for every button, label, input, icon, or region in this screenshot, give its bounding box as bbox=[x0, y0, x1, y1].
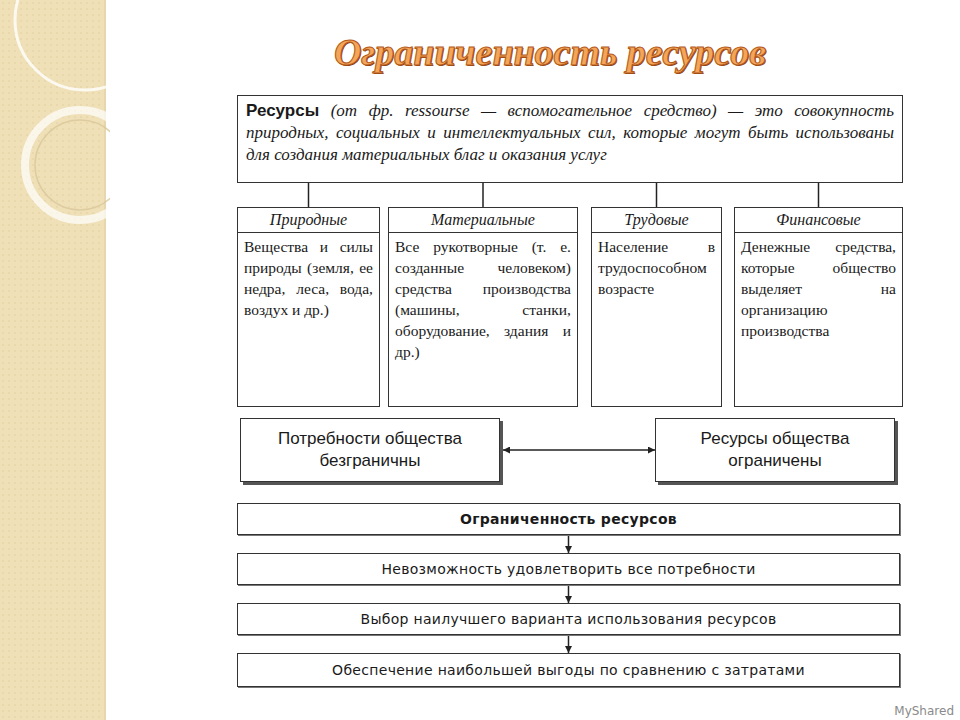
slide-title: Ограниченность ресурсов bbox=[200, 30, 900, 74]
box-text: Вещества и силы природы (земля, ее недра… bbox=[238, 233, 379, 327]
definition-box: Ресурсы (от фр. ressourse — вспомогатель… bbox=[237, 95, 903, 183]
category-box: ПриродныеВещества и силы природы (земля,… bbox=[237, 207, 380, 407]
arrow bbox=[568, 585, 570, 603]
box-text: Ресурсы общества ограничены bbox=[666, 428, 884, 472]
box-text: Население в трудоспособном возрасте bbox=[592, 233, 721, 306]
box-text: Потребности общества безграничны bbox=[251, 428, 489, 472]
category-box: МатериальныеВсе рукотворные (т. е. созда… bbox=[388, 207, 578, 407]
box-text: Ограниченность ресурсов bbox=[460, 511, 677, 527]
process-box: Обеспечение наибольшей выгоды по сравнен… bbox=[237, 653, 900, 687]
watermark: MyShared bbox=[894, 704, 954, 718]
connector-line bbox=[656, 183, 658, 207]
box-heading: Трудовые bbox=[592, 208, 721, 233]
connector-line bbox=[482, 183, 484, 207]
category-box: ФинансовыеДенежные средства, которые общ… bbox=[734, 207, 903, 407]
arrow bbox=[568, 635, 570, 653]
process-box: Выбор наилучшего варианта использования … bbox=[237, 603, 900, 635]
box-text: (от фр. ressourse — вспомогательное сред… bbox=[246, 101, 894, 164]
process-box: Ограниченность ресурсов bbox=[237, 503, 900, 535]
box-text: Выбор наилучшего варианта использования … bbox=[360, 611, 776, 627]
box-heading: Ресурсы bbox=[246, 101, 319, 120]
category-box: ТрудовыеНаселение в трудоспособном возра… bbox=[591, 207, 722, 407]
box-heading: Природные bbox=[238, 208, 379, 233]
statement-box: Потребности общества безграничны bbox=[240, 418, 500, 482]
statement-box: Ресурсы общества ограничены bbox=[655, 418, 895, 482]
arrow bbox=[503, 449, 655, 451]
box-text: Денежные средства, которые общество выде… bbox=[735, 233, 902, 348]
box-text: Обеспечение наибольшей выгоды по сравнен… bbox=[332, 662, 805, 678]
process-box: Невозможность удовлетворить все потребно… bbox=[237, 553, 900, 585]
box-text: Все рукотворные (т. е. созданные человек… bbox=[389, 233, 577, 369]
connector-line bbox=[818, 183, 820, 207]
side-decoration bbox=[0, 0, 110, 720]
box-heading: Материальные bbox=[389, 208, 577, 233]
box-heading: Финансовые bbox=[735, 208, 902, 233]
box-text: Невозможность удовлетворить все потребно… bbox=[381, 561, 755, 577]
connector-line bbox=[308, 183, 310, 207]
arrow bbox=[568, 535, 570, 553]
